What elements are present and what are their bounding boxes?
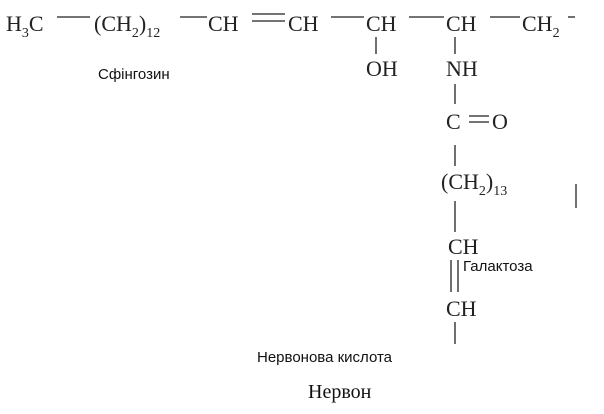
ch2-terminal: CH2 (522, 11, 560, 41)
nh-group: NH (446, 56, 478, 81)
ch2-12-chain: (CH2)12 (94, 11, 160, 41)
vinyl-ch-bottom: CH (446, 296, 477, 321)
carbonyl-oxygen: O (492, 109, 508, 134)
galactose-label: Галактоза (463, 258, 533, 275)
h3c-group: H3C (6, 11, 44, 41)
sphingosine-label: Сфінгозин (98, 66, 170, 83)
ch-c: CH (366, 11, 397, 36)
oh-group: OH (366, 56, 398, 81)
ch-d: CH (446, 11, 477, 36)
nervonic-acid-label: Нервонова кислота (257, 349, 393, 366)
ch-a: CH (208, 11, 239, 36)
nervon-title: Нервон (308, 381, 372, 403)
vinyl-ch-top: CH (448, 234, 479, 259)
carbonyl-carbon: C (446, 109, 461, 134)
ch2-13-chain: (CH2)13 (441, 169, 507, 199)
ch-b: CH (288, 11, 319, 36)
